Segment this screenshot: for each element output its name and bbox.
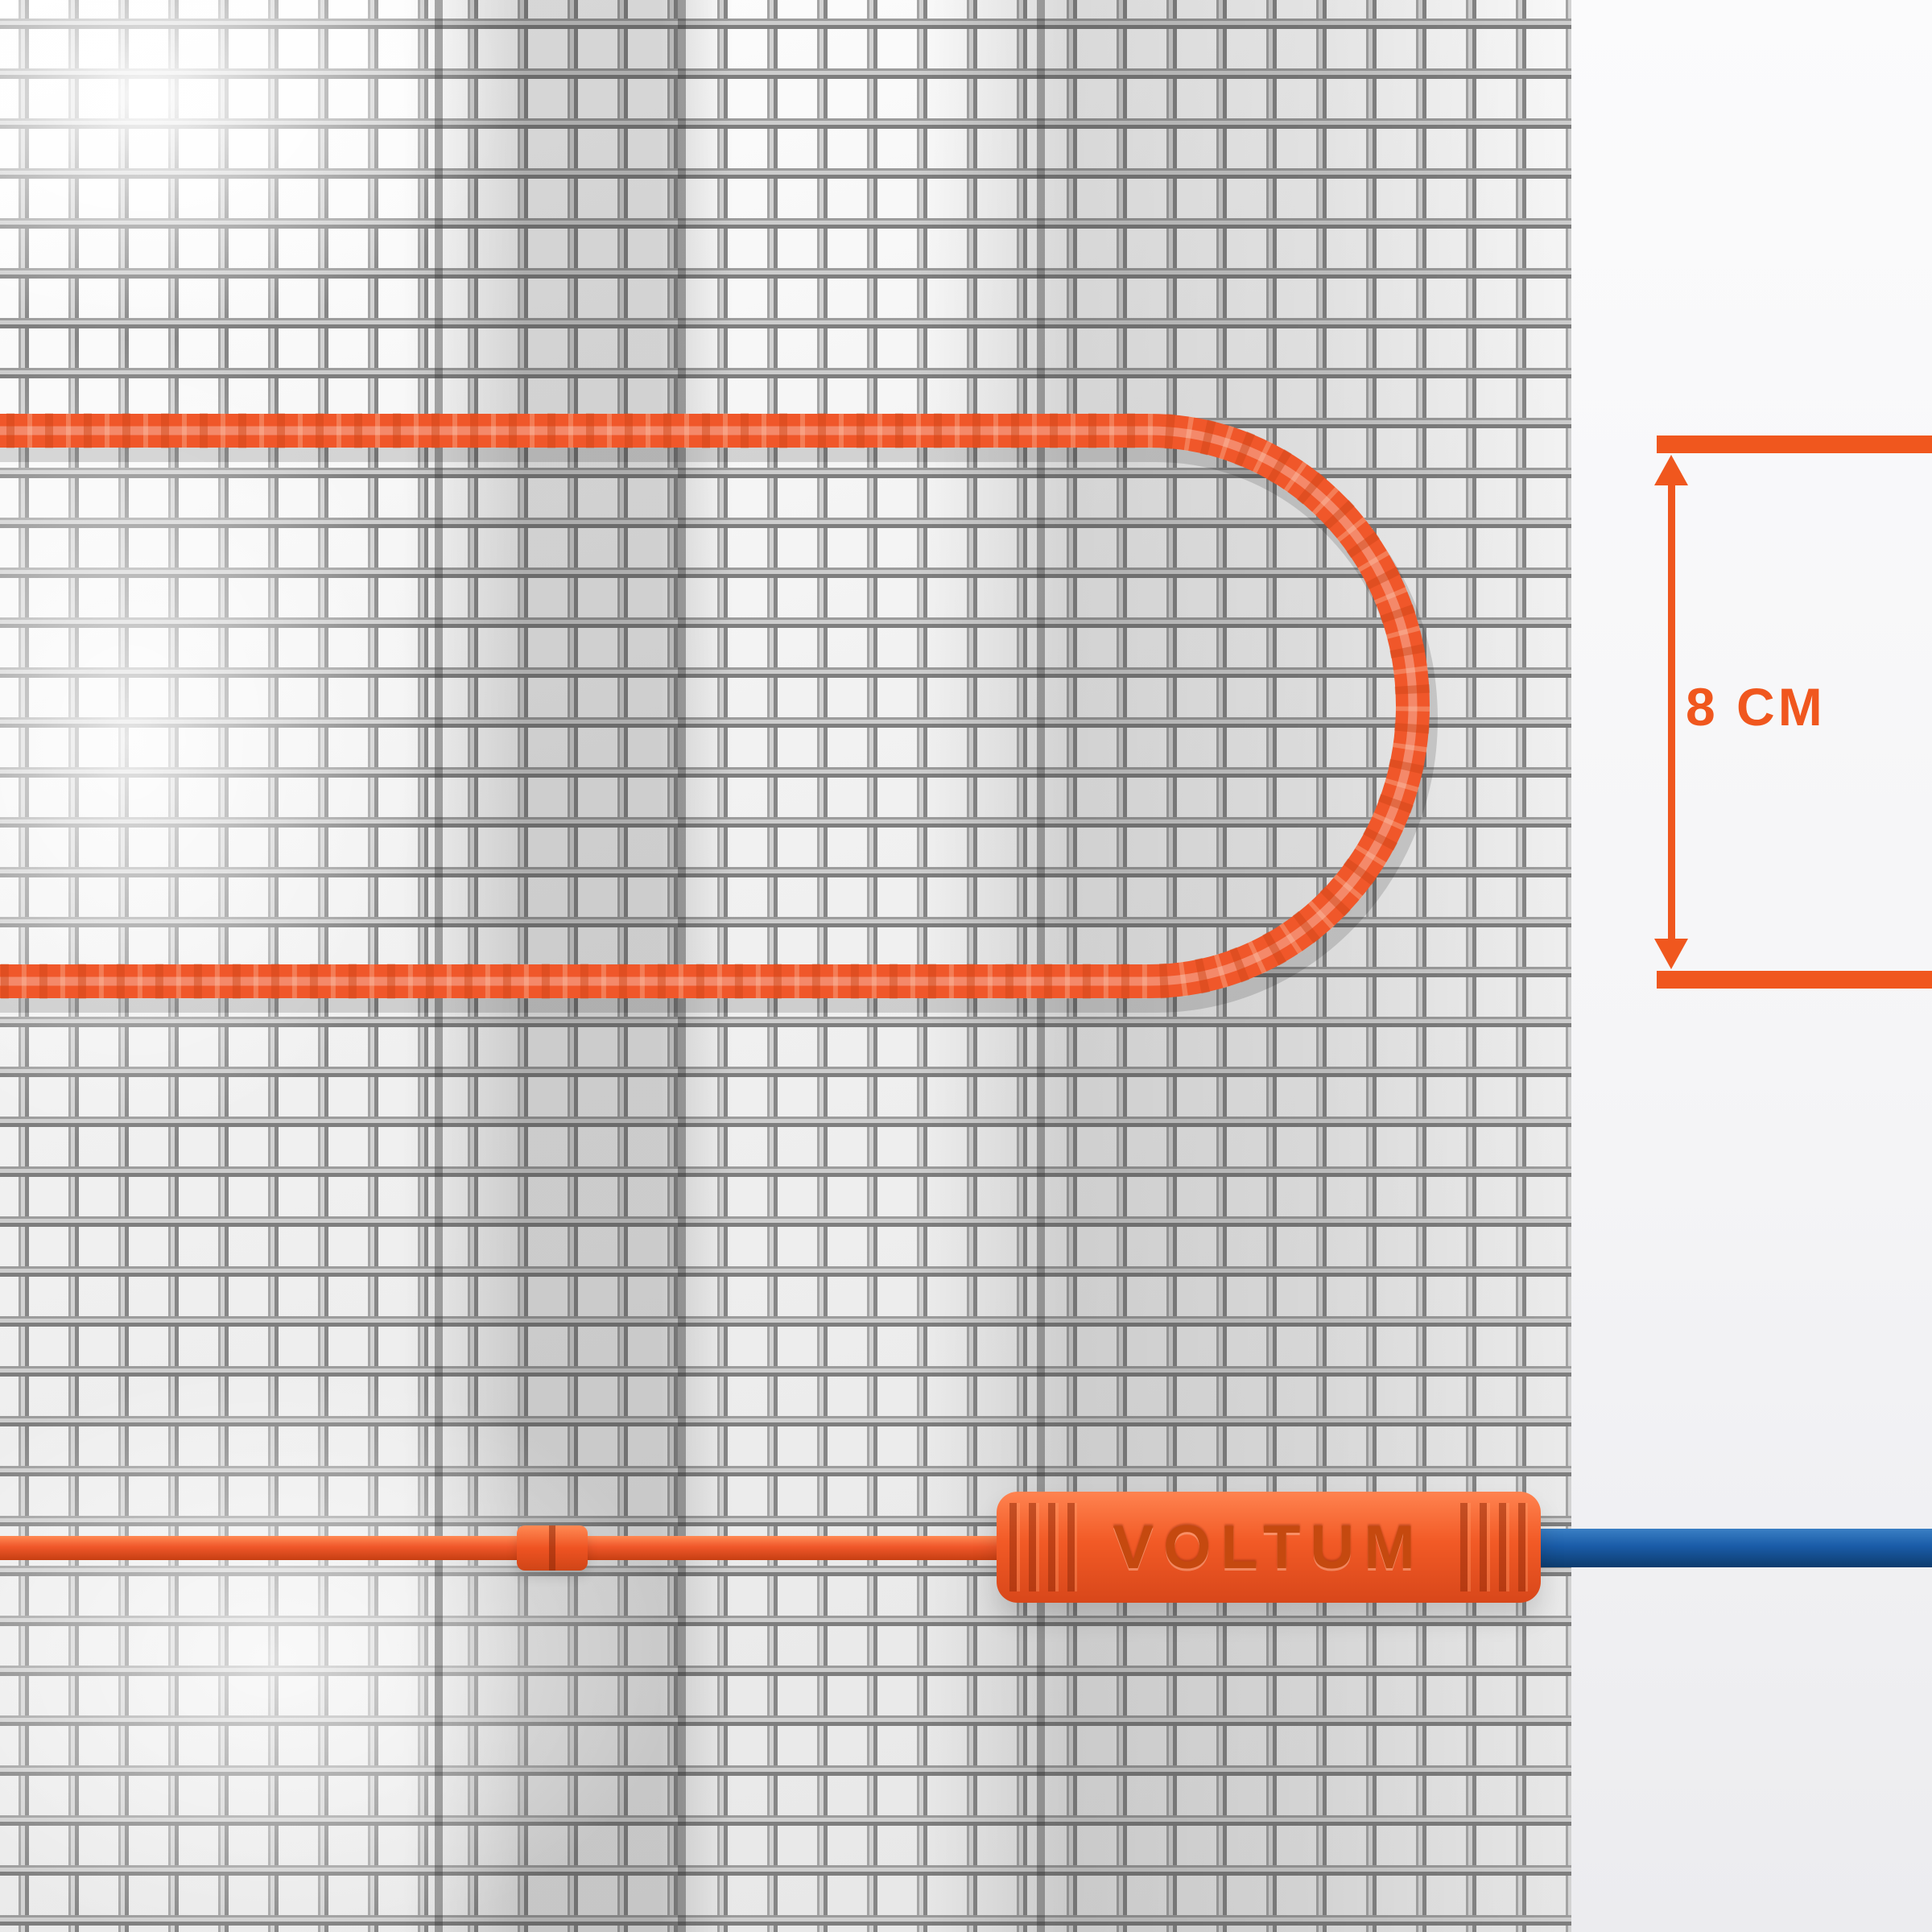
heating-cable-core bbox=[0, 414, 1430, 998]
cold-lead-cable-blue bbox=[1530, 1529, 1932, 1567]
dimension-top-bar bbox=[1657, 436, 1932, 453]
dimension-arrow-down-icon bbox=[1654, 939, 1688, 969]
dimension-label: 8 CM bbox=[1686, 677, 1826, 737]
cold-lead-cable-orange bbox=[0, 1536, 1016, 1560]
dimension-arrow-line bbox=[1668, 483, 1675, 942]
connector-ribs-left bbox=[1009, 1503, 1077, 1591]
dimension-bottom-bar bbox=[1657, 971, 1932, 989]
cable-splice-clip bbox=[517, 1525, 588, 1571]
dimension-arrow-up-icon bbox=[1654, 455, 1688, 485]
heating-cable-shadow bbox=[0, 425, 1438, 1013]
heating-cable-sheen bbox=[0, 426, 1418, 986]
cable-connector: VOLTUM bbox=[997, 1492, 1541, 1603]
heating-cable-spiral-wrap bbox=[0, 413, 1430, 999]
connector-brand-label: VOLTUM bbox=[1113, 1513, 1425, 1582]
heating-cable-spiral-highlight bbox=[0, 413, 1430, 999]
connector-ribs-right bbox=[1460, 1503, 1528, 1591]
